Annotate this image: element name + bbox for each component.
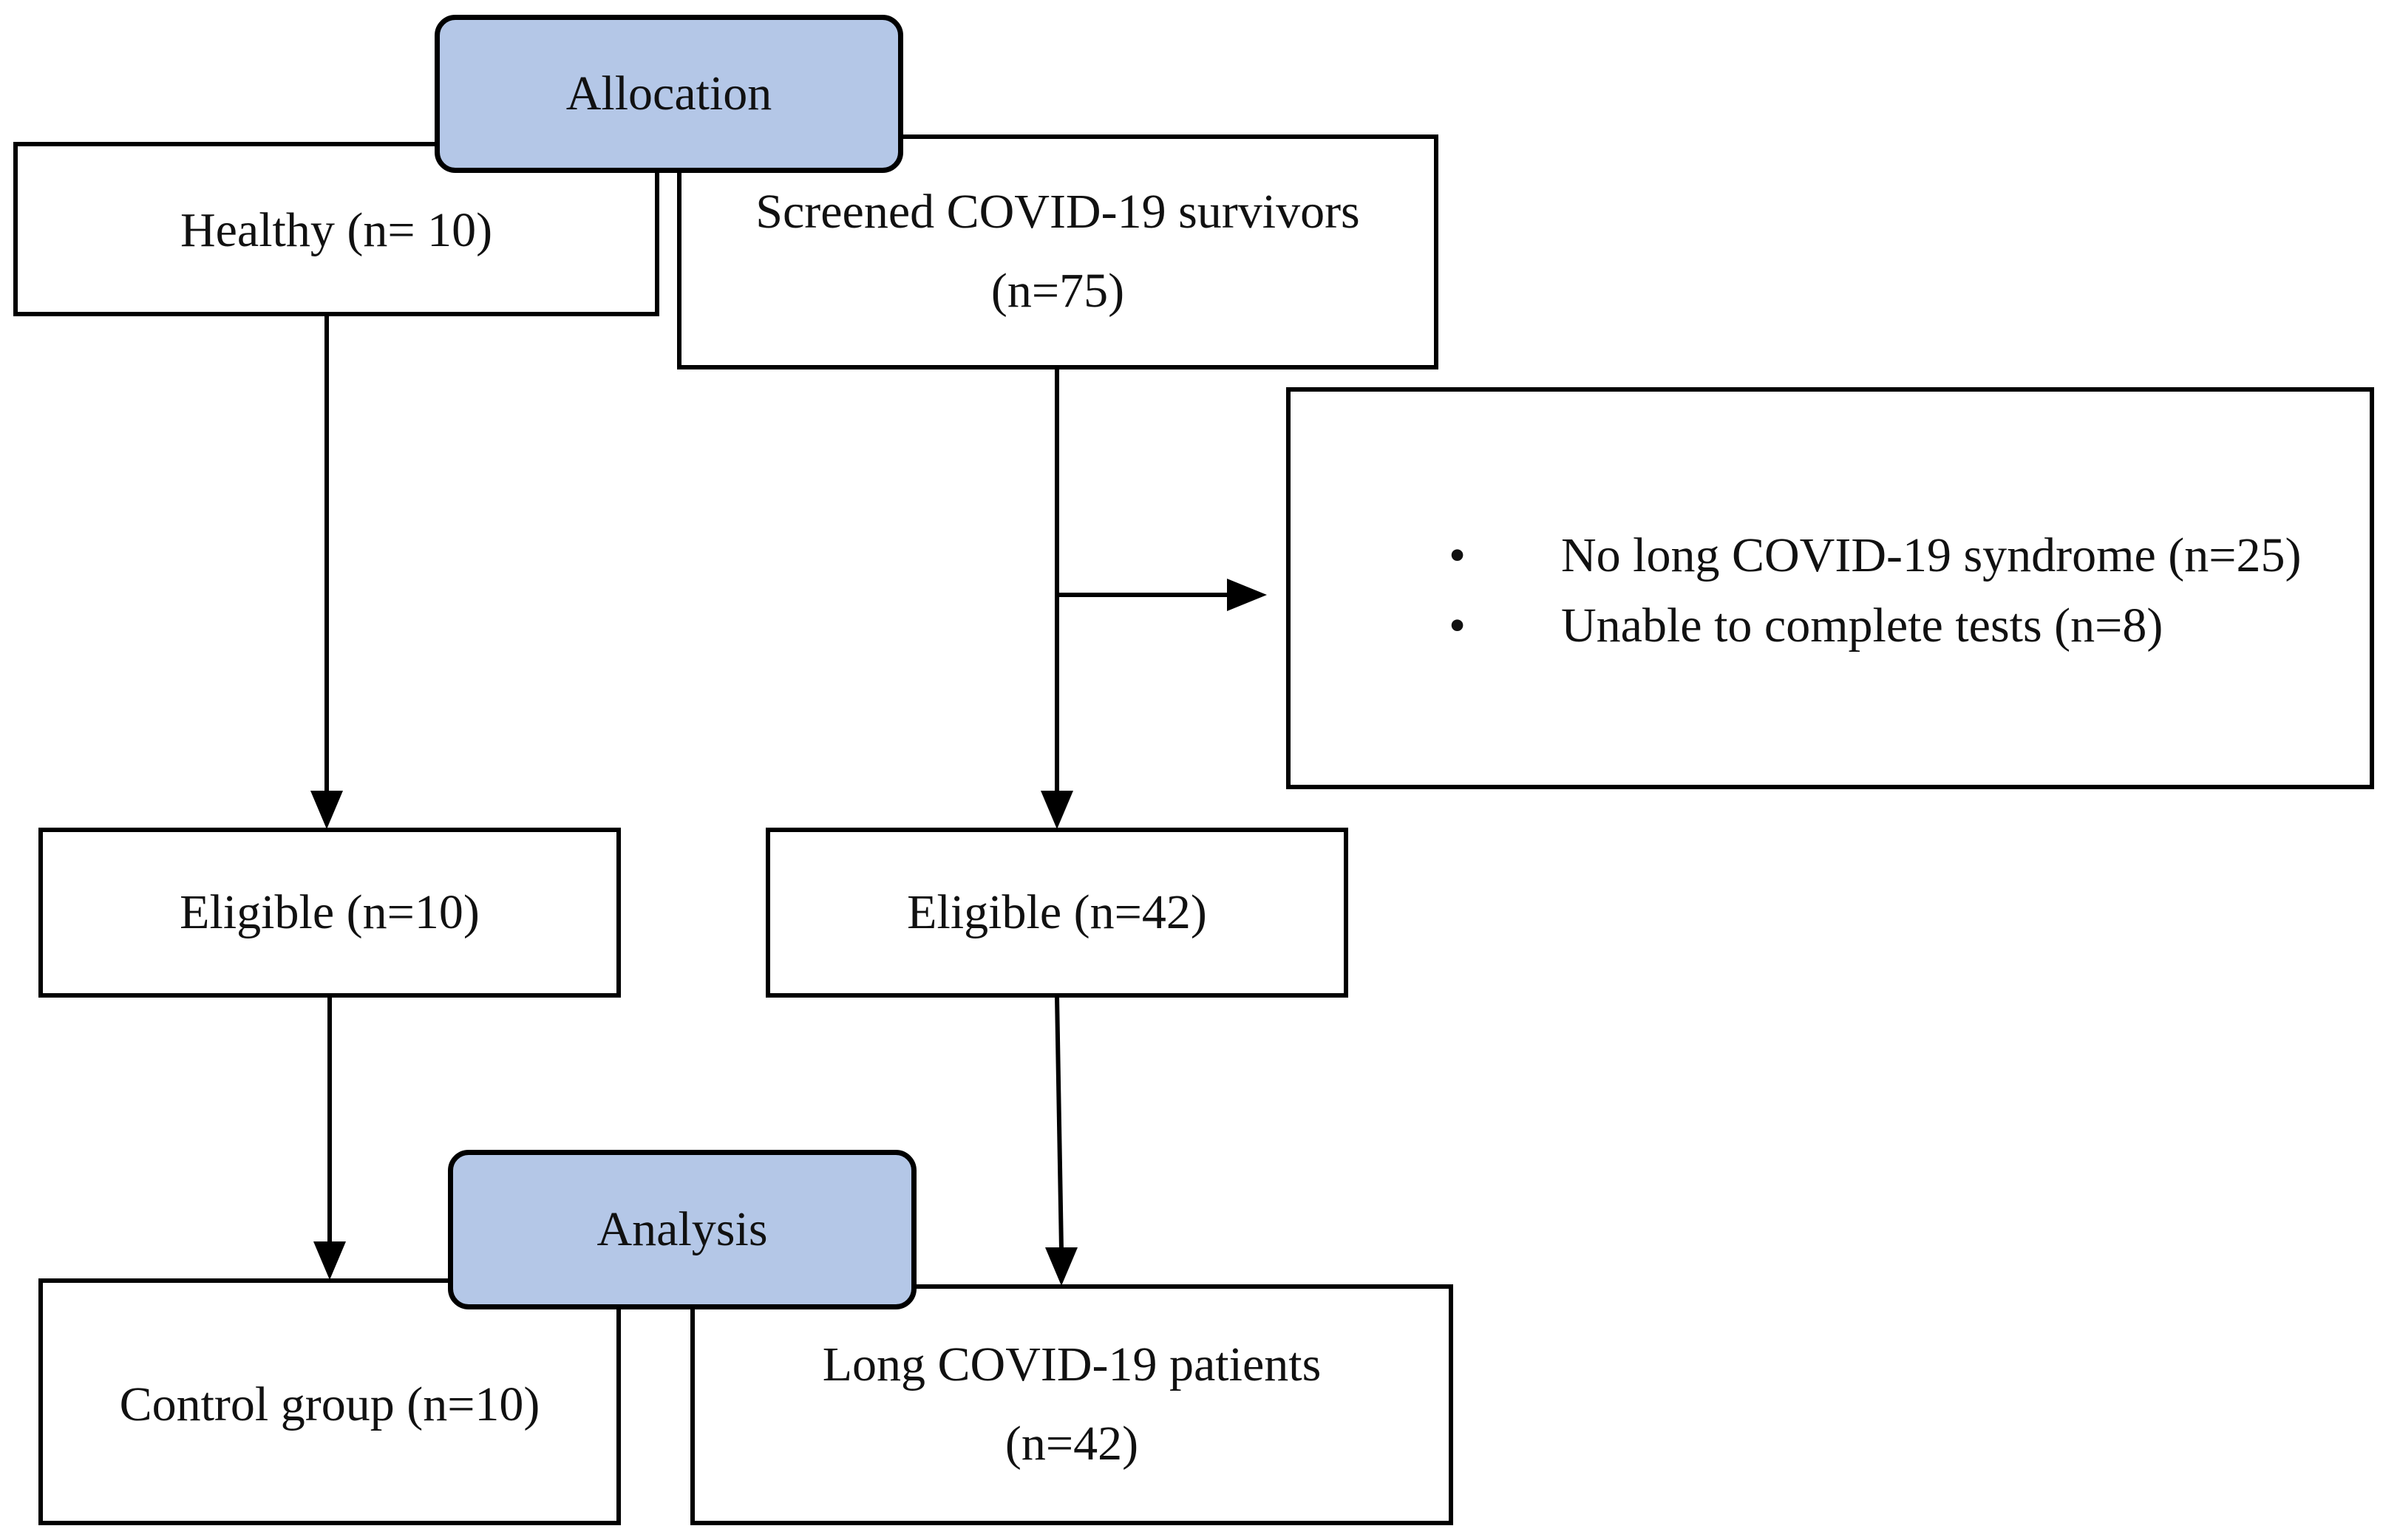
screened-label: Screened COVID-19 survivors (755, 185, 1360, 239)
eligible-patients-label: Eligible (n=42) (907, 885, 1207, 939)
arrowhead-healthy-to-eligible (310, 791, 343, 829)
exclusion-item-label: Unable to complete tests (n=8) (1561, 599, 2163, 653)
exclusion-item: • Unable to complete tests (n=8) (1291, 592, 2370, 659)
analysis-header: Analysis (448, 1150, 917, 1309)
arrowhead-eligible-to-control (313, 1241, 346, 1280)
allocation-header: Allocation (435, 15, 903, 173)
screened-count: (n=75) (990, 264, 1125, 318)
arrowhead-screened-to-eligible (1041, 791, 1073, 829)
long-covid-count: (n=42) (1004, 1417, 1139, 1471)
screened-box: Screened COVID-19 survivors (n=75) (677, 134, 1438, 369)
exclusion-item: • No long COVID-19 syndrome (n=25) (1291, 522, 2370, 589)
control-group-label: Control group (n=10) (119, 1377, 540, 1431)
healthy-label: Healthy (n= 10) (180, 202, 493, 257)
arrowhead-eligible-to-patients (1045, 1247, 1078, 1286)
exclusion-list: • No long COVID-19 syndrome (n=25) • Una… (1291, 522, 2370, 662)
arrowhead-to-exclusion (1227, 579, 1267, 611)
bullet-icon: • (1449, 599, 1466, 653)
long-covid-label: Long COVID-19 patients (822, 1338, 1322, 1392)
allocation-header-label: Allocation (565, 67, 772, 120)
exclusion-box: • No long COVID-19 syndrome (n=25) • Una… (1286, 387, 2374, 789)
arrow-eligible-to-patients (1055, 995, 1064, 1251)
eligible-healthy-label: Eligible (n=10) (180, 885, 480, 939)
eligible-healthy-box: Eligible (n=10) (38, 828, 621, 998)
long-covid-box: Long COVID-19 patients (n=42) (690, 1284, 1453, 1525)
control-group-box: Control group (n=10) (38, 1278, 621, 1525)
exclusion-item-label: No long COVID-19 syndrome (n=25) (1561, 528, 2302, 582)
analysis-header-label: Analysis (596, 1202, 768, 1256)
eligible-patients-box: Eligible (n=42) (766, 828, 1348, 998)
bullet-icon: • (1449, 528, 1466, 582)
